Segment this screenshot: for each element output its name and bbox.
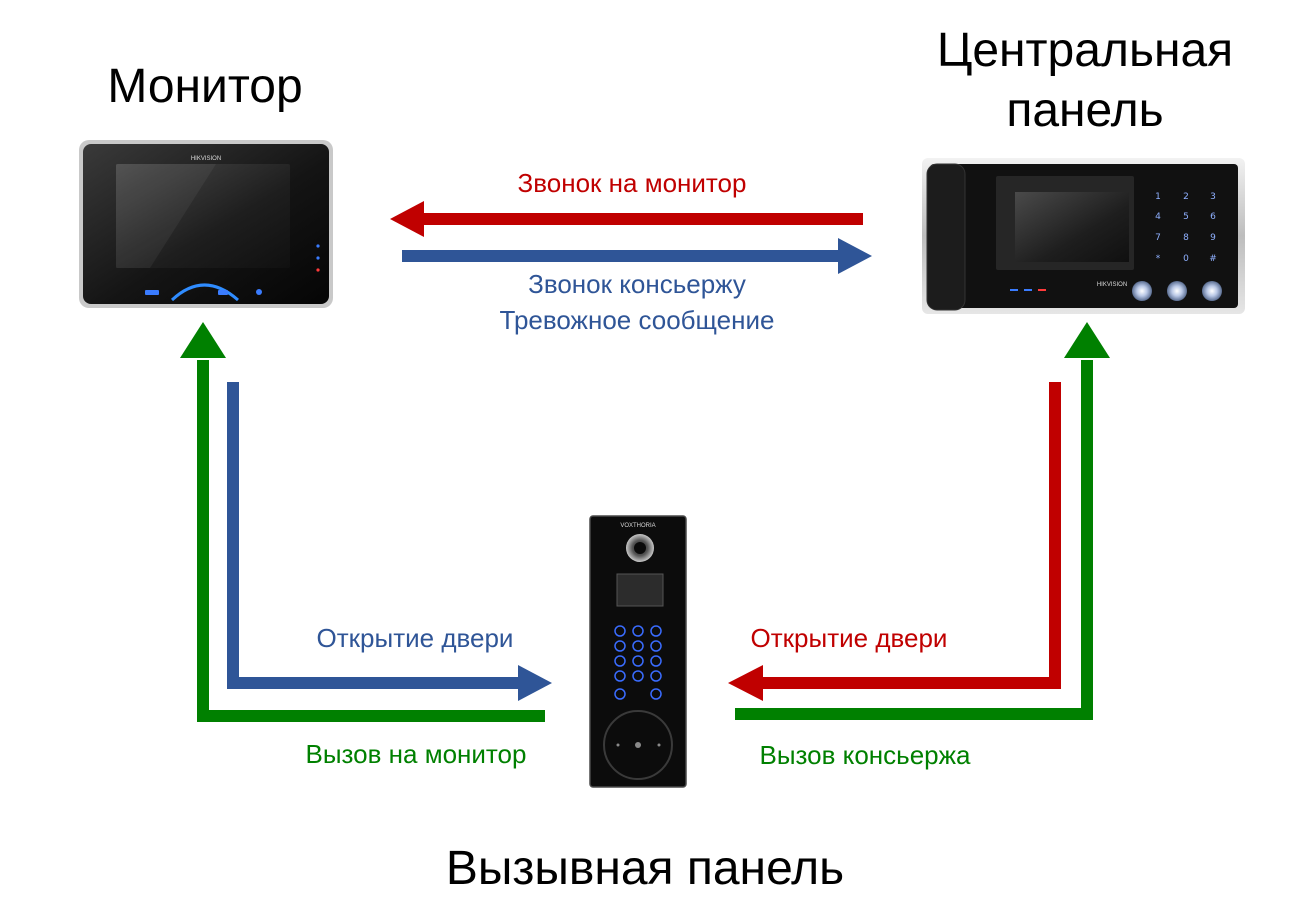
doorphone-keypad [614, 625, 662, 700]
svg-text:7: 7 [1155, 233, 1161, 243]
central-keypad: 1 2 3 4 5 6 7 8 9 * 0 # [1155, 192, 1217, 264]
label-open-door-left: Открытие двери [317, 623, 514, 653]
monitor-brand-logo: HIKVISION [191, 156, 221, 162]
monitor-led-1 [316, 244, 320, 248]
arrow-call-monitor-left [180, 322, 545, 722]
doorphone-card-reader [603, 710, 673, 780]
svg-text:8: 8 [1183, 233, 1189, 243]
monitor-led-3 [316, 268, 320, 272]
svg-text:2: 2 [1183, 192, 1189, 202]
doorphone-title: Вызывная панель [446, 842, 844, 895]
central-brand-logo: HIKVISION [1097, 282, 1127, 288]
svg-text:*: * [1156, 254, 1161, 264]
svg-text:3: 3 [1210, 192, 1216, 202]
doorphone-device-image: VOXTHORIA [589, 515, 687, 788]
arrow-call-to-monitor [390, 201, 863, 237]
central-panel-device-image: HIKVISION 1 2 3 4 5 6 7 8 9 * 0 # [922, 158, 1245, 314]
svg-text:4: 4 [1155, 212, 1161, 222]
arrow-open-door-left [227, 382, 552, 701]
svg-text:1: 1 [1155, 192, 1161, 202]
doorphone-brand-logo: VOXTHORIA [620, 523, 655, 529]
central-panel-title-line1: Центральная [937, 24, 1233, 77]
arrow-call-concierge [402, 238, 872, 274]
svg-text:6: 6 [1210, 212, 1216, 222]
arrow-call-concierge-right [735, 322, 1110, 720]
doorphone-display [616, 573, 664, 607]
label-call-concierge: Звонок консьержу [528, 269, 746, 299]
central-panel-title-line2: панель [1006, 84, 1163, 137]
label-alarm-message: Тревожное сообщение [500, 305, 775, 335]
svg-text:5: 5 [1183, 212, 1189, 222]
monitor-led-2 [316, 256, 320, 260]
arrow-open-door-right [728, 382, 1061, 701]
central-button-2 [1167, 281, 1187, 301]
label-call-monitor-left: Вызов на монитор [306, 739, 527, 769]
label-call-concierge-right: Вызов консьержа [760, 740, 971, 770]
label-call-to-monitor: Звонок на монитор [518, 168, 747, 198]
central-button-1 [1132, 281, 1152, 301]
monitor-title: Монитор [107, 60, 302, 113]
label-open-door-right: Открытие двери [751, 623, 948, 653]
svg-text:9: 9 [1210, 233, 1216, 243]
svg-text:0: 0 [1183, 254, 1189, 264]
central-handset [926, 163, 966, 311]
monitor-user-icon [256, 289, 262, 295]
doorphone-rfid-icon [635, 742, 641, 748]
svg-text:#: # [1209, 254, 1217, 264]
central-button-3 [1202, 281, 1222, 301]
monitor-device-image: HIKVISION [79, 140, 333, 308]
